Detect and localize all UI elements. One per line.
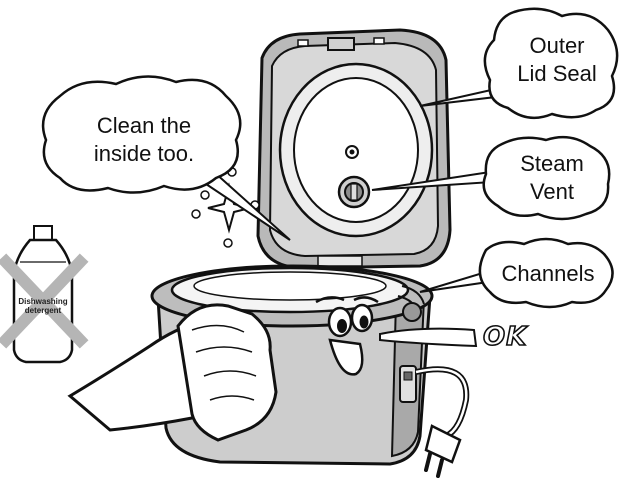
label-steam-vent: Steam Vent <box>520 151 584 204</box>
callout-clean-inside <box>41 75 291 241</box>
hand-with-cloth <box>67 303 278 442</box>
steam-vent <box>337 175 371 209</box>
label-outer-lid-seal: Outer Lid Seal <box>517 33 597 86</box>
label-channels: Channels <box>501 261 595 286</box>
detergent-bottle-label: Dishwashing detergent <box>18 297 68 315</box>
callout-ok-arrow <box>379 327 478 348</box>
sparkle-icon <box>191 167 260 248</box>
cooker-face <box>315 296 379 376</box>
callout-channels <box>419 237 614 309</box>
label-ok: OK <box>482 321 528 353</box>
label-clean-inside: Clean the inside too. <box>93 113 195 166</box>
power-cord <box>415 366 470 478</box>
open-lid <box>256 28 452 270</box>
callout-outer-lid-seal <box>419 7 619 120</box>
callout-steam-vent <box>371 135 611 221</box>
prohibited-cross-mark <box>0 253 89 349</box>
channels <box>397 285 425 322</box>
